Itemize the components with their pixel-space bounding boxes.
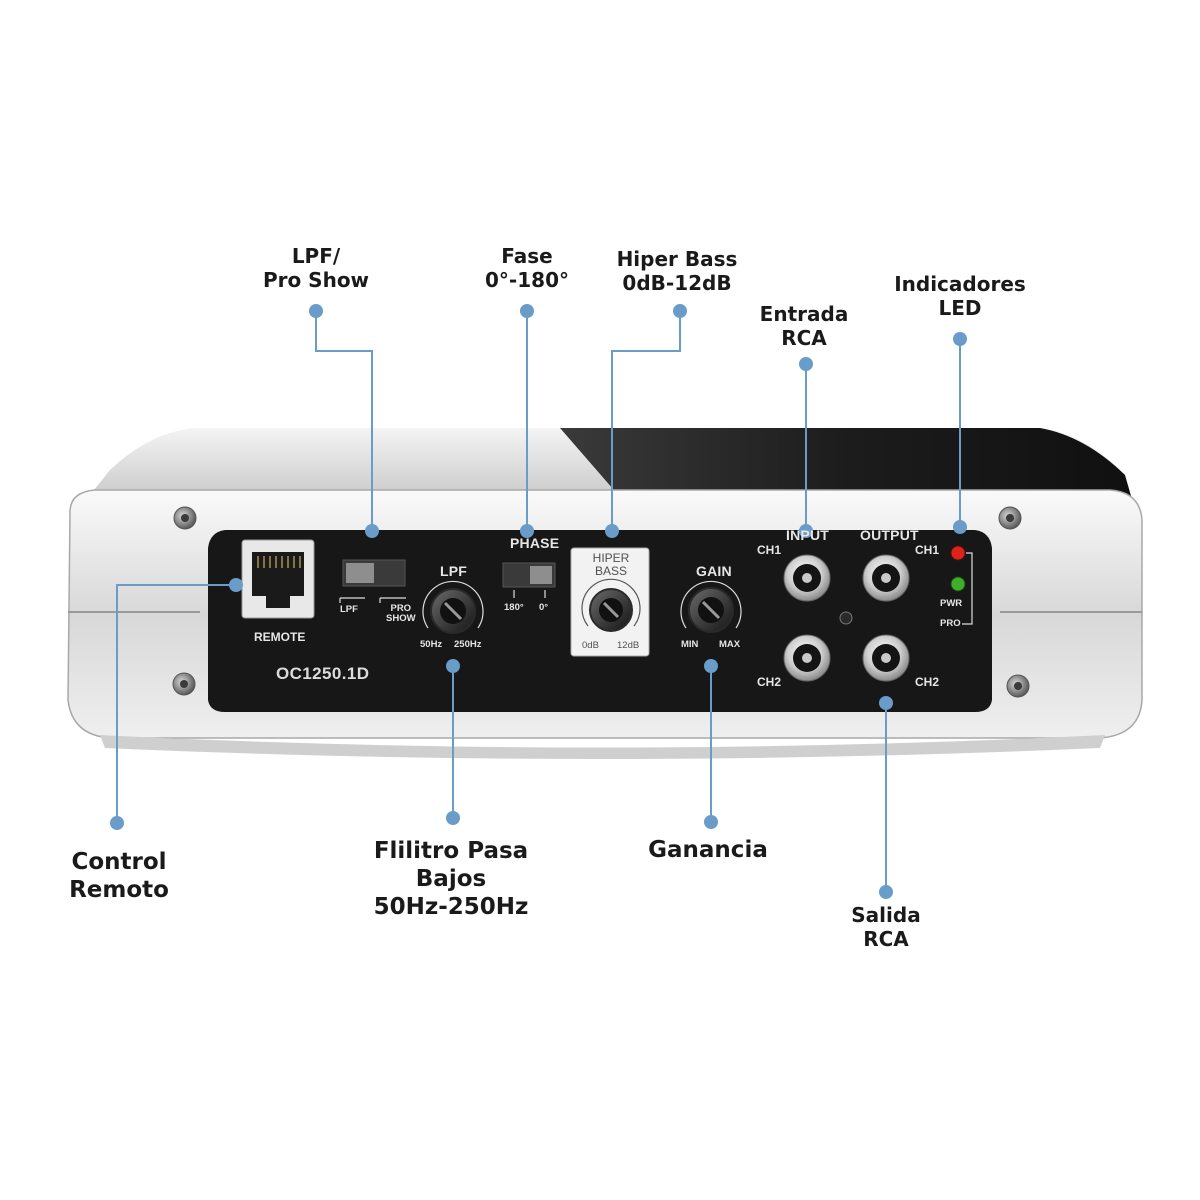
hiper-bass-min-label: 0dB xyxy=(582,640,599,651)
callout-line-2: Remoto xyxy=(69,877,169,904)
callout-line-2: RCA xyxy=(863,927,909,952)
rca-input-ch1 xyxy=(783,554,831,602)
callout-line-1: LPF/ xyxy=(291,244,341,268)
rca-output-ch1 xyxy=(862,554,910,602)
callout-indicadores-led: Indicadores LED xyxy=(894,272,1026,321)
callout-line-1: Control xyxy=(71,849,167,875)
callout-control-remoto: Control Remoto xyxy=(69,848,169,904)
pro-led-label: PRO xyxy=(940,618,961,629)
rca-jacks[interactable] xyxy=(783,554,910,682)
lpf-max-label: 250Hz xyxy=(454,639,482,650)
callout-lines xyxy=(116,311,961,892)
remote-label: REMOTE xyxy=(254,630,306,644)
input-title: INPUT xyxy=(786,527,829,543)
led-indicators xyxy=(950,545,973,625)
callout-hiper-bass: Hiper Bass 0dB-12dB xyxy=(617,247,738,296)
gain-title: GAIN xyxy=(696,563,732,579)
lpf-min-label: 50Hz xyxy=(420,639,443,650)
input-ch1-label: CH1 xyxy=(757,543,782,557)
remote-port[interactable] xyxy=(241,539,315,619)
gain-min-label: MIN xyxy=(681,639,699,650)
lpf-knob-title: LPF xyxy=(440,563,468,579)
callout-line-2: LED xyxy=(938,296,982,321)
callout-line-1: Indicadores xyxy=(894,272,1026,296)
phase-switch[interactable] xyxy=(502,562,556,598)
output-ch1-label: CH1 xyxy=(915,543,940,557)
callout-line-2: 0dB-12dB xyxy=(622,271,732,296)
callout-line-1: Fase xyxy=(501,244,553,268)
lpf-knob[interactable] xyxy=(422,580,484,634)
hiper-bass-title: HIPER BASS xyxy=(590,551,632,579)
callout-ganancia: Ganancia xyxy=(648,836,768,864)
gain-max-label: MAX xyxy=(719,639,741,650)
lpf-pro-show-switch[interactable] xyxy=(339,559,406,603)
screws xyxy=(172,506,1030,698)
gain-knob[interactable] xyxy=(680,580,742,633)
callout-filtro-pasa-bajos: Flilitro Pasa Bajos 50Hz-250Hz xyxy=(374,837,529,921)
phase-0-label: 0° xyxy=(539,602,549,613)
pro-label: PRO xyxy=(390,603,412,614)
callout-entrada-rca: Entrada RCA xyxy=(760,302,849,351)
input-ch2-label: CH2 xyxy=(757,675,782,689)
callout-line-2: RCA xyxy=(781,326,827,351)
pwr-label: PWR xyxy=(940,598,963,609)
hiper-bass-module xyxy=(570,547,650,657)
callout-line-2: Bajos xyxy=(415,866,487,893)
show-label: SHOW xyxy=(386,613,416,625)
callout-line-1: Entrada xyxy=(759,302,849,326)
pro-show-label: PRO SHOW xyxy=(386,603,416,625)
callout-line-1: Flilitro Pasa xyxy=(373,838,529,864)
model-label: OC1250.1D xyxy=(276,664,370,683)
callout-line-2: Pro Show xyxy=(262,268,370,293)
callout-line-1: Ganancia xyxy=(648,837,768,863)
rca-output-ch2 xyxy=(862,634,910,682)
callout-dots xyxy=(110,304,967,899)
callout-lpf-pro-show: LPF/ Pro Show xyxy=(263,244,369,293)
phase-title: PHASE xyxy=(510,535,560,551)
callout-line-2: 0°-180° xyxy=(485,268,569,293)
output-ch2-label: CH2 xyxy=(915,675,940,689)
callout-line-3: 50Hz-250Hz xyxy=(373,894,529,921)
callout-line-1: Salida xyxy=(851,903,921,927)
lpf-switch-label: LPF xyxy=(340,604,358,615)
hiper-bass-max-label: 12dB xyxy=(617,640,640,651)
phase-180-label: 180° xyxy=(504,602,524,613)
output-title: OUTPUT xyxy=(860,527,919,543)
bass-label: BASS xyxy=(594,564,627,579)
callout-fase: Fase 0°-180° xyxy=(485,244,569,293)
callout-salida-rca: Salida RCA xyxy=(851,903,920,952)
hiper-label: HIPER xyxy=(592,551,630,565)
callout-line-1: Hiper Bass xyxy=(616,247,738,271)
rca-input-ch2 xyxy=(783,634,831,682)
